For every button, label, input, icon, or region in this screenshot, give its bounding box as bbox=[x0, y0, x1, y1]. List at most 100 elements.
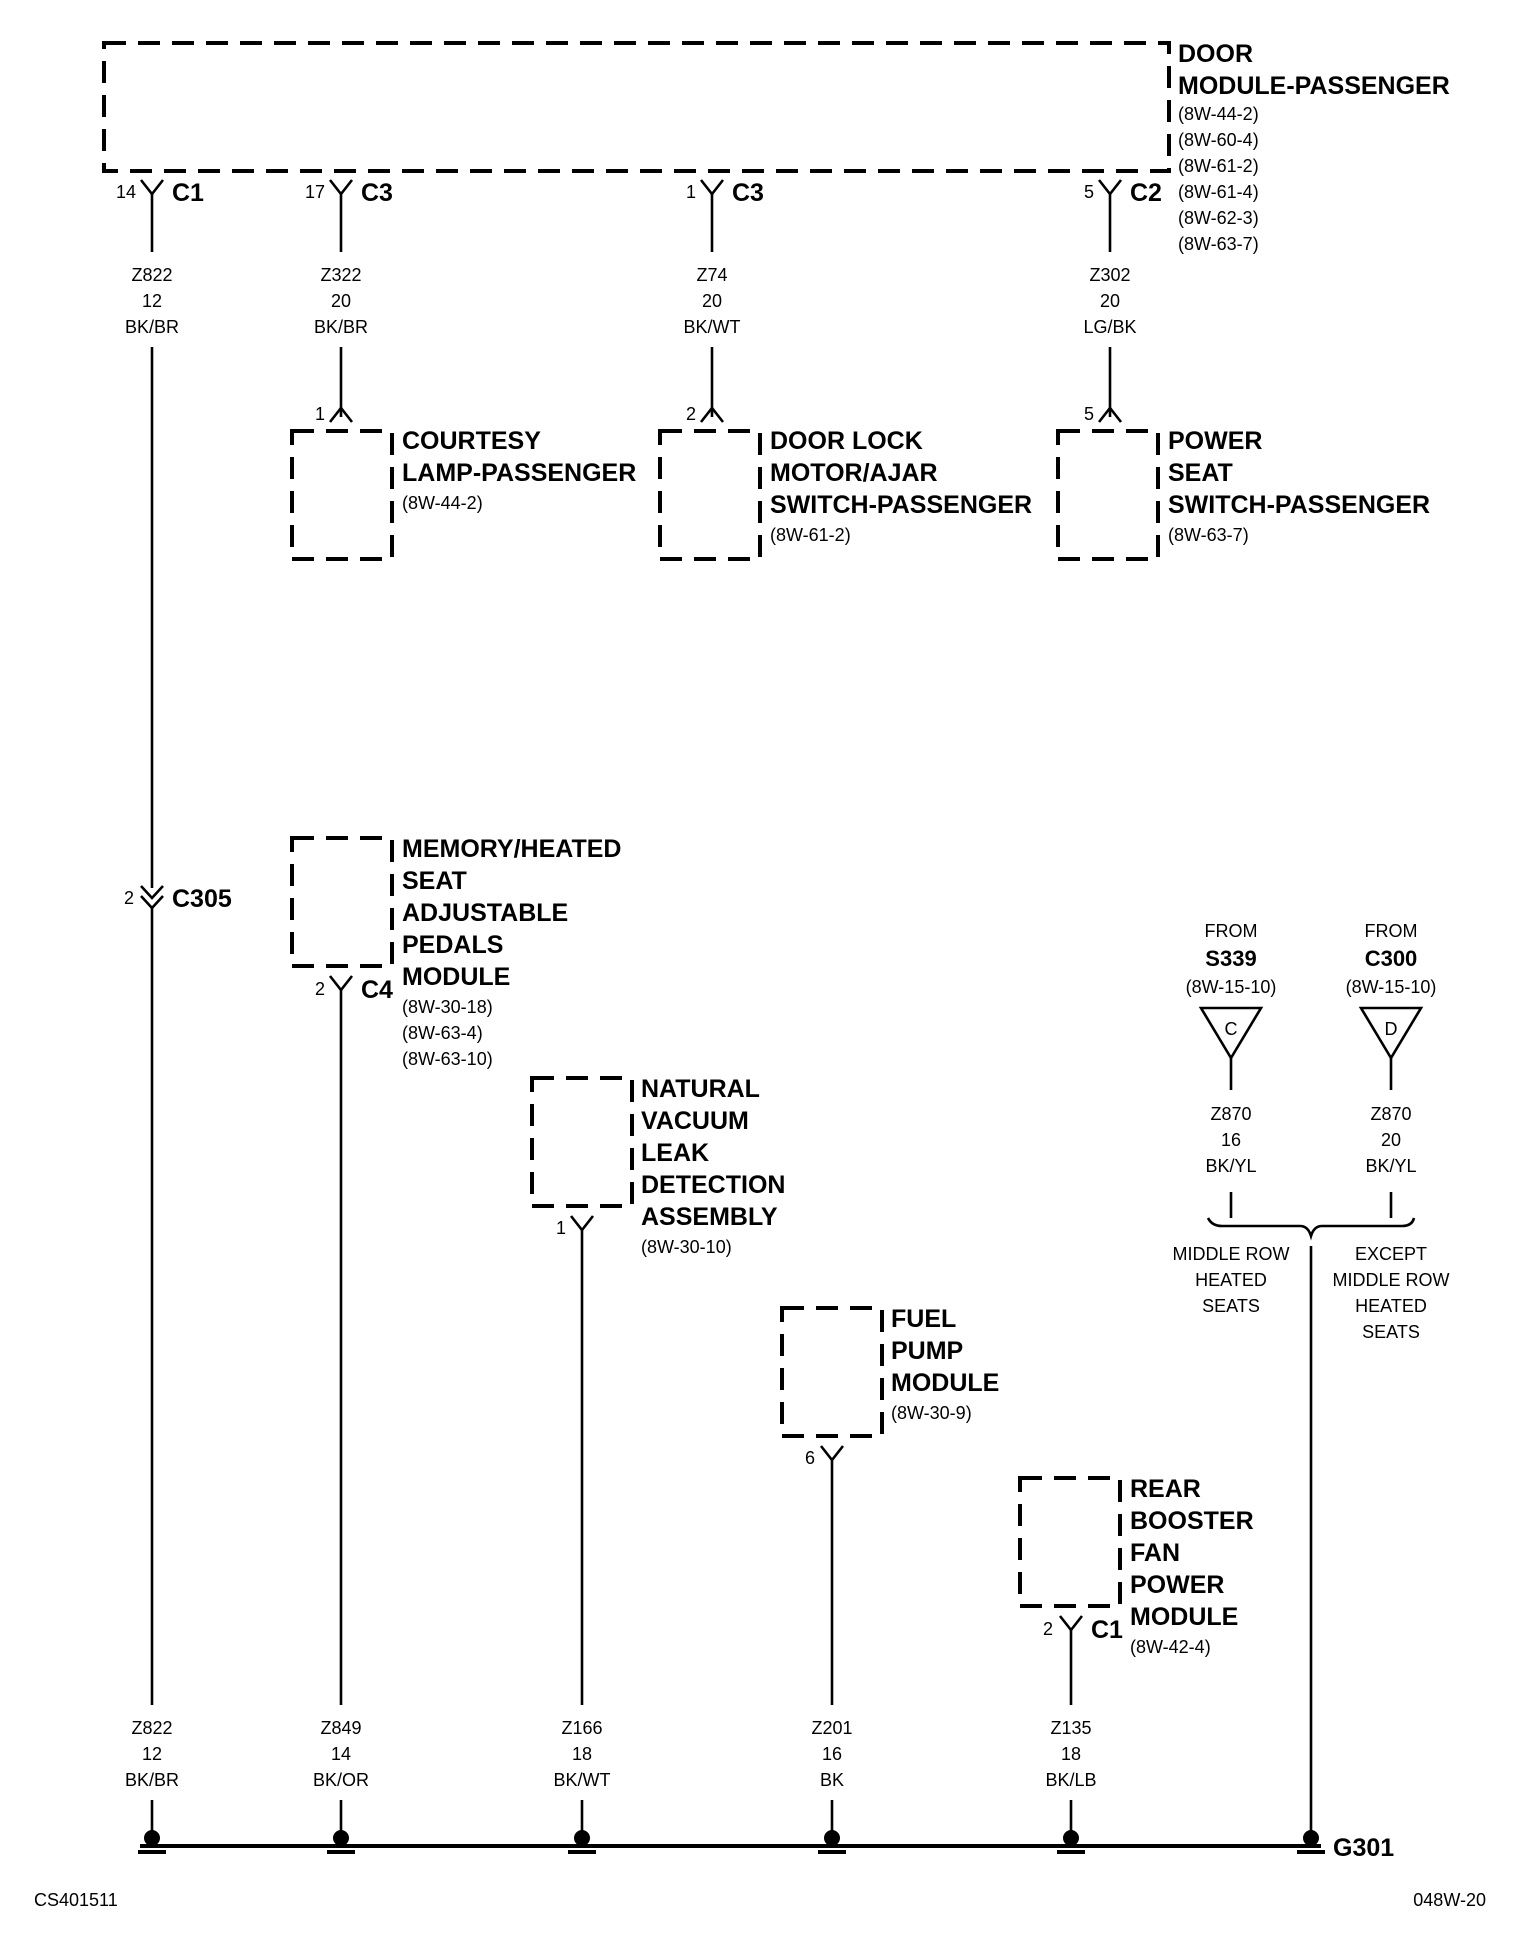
door-pin-c3-1: 1 C3 bbox=[686, 179, 764, 207]
svg-text:2: 2 bbox=[686, 404, 696, 424]
svg-text:MODULE: MODULE bbox=[402, 963, 510, 991]
label-z322-top: Z322 20 BK/BR bbox=[314, 265, 368, 337]
svg-text:C3: C3 bbox=[361, 179, 393, 207]
svg-text:(8W-63-4): (8W-63-4) bbox=[402, 1023, 483, 1043]
svg-text:C4: C4 bbox=[361, 976, 393, 1004]
svg-text:18: 18 bbox=[572, 1744, 592, 1764]
svg-text:6: 6 bbox=[805, 1448, 815, 1468]
svg-text:Z201: Z201 bbox=[811, 1718, 852, 1738]
svg-text:18: 18 bbox=[1061, 1744, 1081, 1764]
svg-text:12: 12 bbox=[142, 291, 162, 311]
svg-text:BK/YL: BK/YL bbox=[1365, 1156, 1416, 1176]
svg-text:SEATS: SEATS bbox=[1202, 1296, 1260, 1316]
svg-text:5: 5 bbox=[1084, 404, 1094, 424]
door-module-ref-5: (8W-62-3) bbox=[1178, 208, 1259, 228]
svg-text:EXCEPT: EXCEPT bbox=[1355, 1244, 1427, 1264]
svg-text:POWER: POWER bbox=[1168, 427, 1262, 455]
svg-text:MOTOR/AJAR: MOTOR/AJAR bbox=[770, 459, 938, 487]
svg-text:COURTESY: COURTESY bbox=[402, 427, 541, 455]
ground-point-5 bbox=[1057, 1830, 1085, 1854]
svg-text:C3: C3 bbox=[732, 179, 764, 207]
svg-text:20: 20 bbox=[1100, 291, 1120, 311]
svg-text:SEATS: SEATS bbox=[1362, 1322, 1420, 1342]
svg-text:PUMP: PUMP bbox=[891, 1337, 963, 1365]
option-brace bbox=[1206, 1217, 1416, 1241]
svg-text:BK/BR: BK/BR bbox=[314, 317, 368, 337]
svg-text:17: 17 bbox=[305, 182, 325, 202]
svg-text:BOOSTER: BOOSTER bbox=[1130, 1507, 1254, 1535]
label-z74-top: Z74 20 BK/WT bbox=[684, 265, 741, 337]
svg-text:SEAT: SEAT bbox=[402, 867, 467, 895]
svg-text:(8W-42-4): (8W-42-4) bbox=[1130, 1637, 1211, 1657]
door-module-ref-6: (8W-63-7) bbox=[1178, 234, 1259, 254]
svg-text:NATURAL: NATURAL bbox=[641, 1075, 760, 1103]
ground-point-2 bbox=[327, 1830, 355, 1854]
door-pin-c2-5: 5 C2 bbox=[1084, 179, 1162, 207]
svg-text:MEMORY/HEATED: MEMORY/HEATED bbox=[402, 835, 621, 863]
svg-text:1: 1 bbox=[556, 1218, 566, 1238]
svg-text:MODULE: MODULE bbox=[891, 1369, 999, 1397]
svg-text:BK: BK bbox=[820, 1770, 844, 1790]
svg-text:C1: C1 bbox=[1091, 1616, 1123, 1644]
power-seat-component: 5 POWER SEAT SWITCH-PASSENGER (8W-63-7) bbox=[1056, 404, 1430, 561]
door-module-ref-4: (8W-61-4) bbox=[1178, 182, 1259, 202]
svg-text:POWER: POWER bbox=[1130, 1571, 1224, 1599]
svg-text:D: D bbox=[1385, 1019, 1398, 1039]
svg-text:(8W-63-7): (8W-63-7) bbox=[1168, 525, 1249, 545]
svg-text:(8W-61-2): (8W-61-2) bbox=[770, 525, 851, 545]
label-z822-bottom: Z822 12 BK/BR bbox=[125, 1718, 179, 1790]
svg-text:(8W-15-10): (8W-15-10) bbox=[1186, 977, 1277, 997]
label-z849-bottom: Z849 14 BK/OR bbox=[313, 1718, 369, 1790]
svg-text:1: 1 bbox=[686, 182, 696, 202]
svg-text:Z849: Z849 bbox=[320, 1718, 361, 1738]
svg-text:BK/YL: BK/YL bbox=[1205, 1156, 1256, 1176]
svg-text:(8W-44-2): (8W-44-2) bbox=[402, 493, 483, 513]
svg-text:2: 2 bbox=[1043, 1619, 1053, 1639]
ground-point-3 bbox=[568, 1830, 596, 1854]
svg-text:BK/WT: BK/WT bbox=[554, 1770, 611, 1790]
svg-text:FROM: FROM bbox=[1365, 921, 1418, 941]
svg-text:Z870: Z870 bbox=[1370, 1104, 1411, 1124]
svg-text:20: 20 bbox=[702, 291, 722, 311]
door-module-title-1: DOOR bbox=[1178, 40, 1253, 68]
door-pin-c3-17: 17 C3 bbox=[305, 179, 393, 207]
svg-text:(8W-30-18): (8W-30-18) bbox=[402, 997, 493, 1017]
svg-text:(8W-15-10): (8W-15-10) bbox=[1346, 977, 1437, 997]
svg-text:16: 16 bbox=[822, 1744, 842, 1764]
svg-text:BK/OR: BK/OR bbox=[313, 1770, 369, 1790]
door-module-title-2: MODULE-PASSENGER bbox=[1178, 72, 1450, 100]
label-z135-bottom: Z135 18 BK/LB bbox=[1045, 1718, 1096, 1790]
from-c300: FROM C300 (8W-15-10) D Z870 20 BK/YL EXC… bbox=[1333, 921, 1450, 1342]
svg-text:Z302: Z302 bbox=[1089, 265, 1130, 285]
svg-text:FUEL: FUEL bbox=[891, 1305, 956, 1333]
svg-text:(8W-30-10): (8W-30-10) bbox=[641, 1237, 732, 1257]
svg-text:20: 20 bbox=[1381, 1130, 1401, 1150]
svg-text:LEAK: LEAK bbox=[641, 1139, 709, 1167]
label-z201-bottom: Z201 16 BK bbox=[811, 1718, 852, 1790]
svg-text:LG/BK: LG/BK bbox=[1083, 317, 1136, 337]
svg-text:SWITCH-PASSENGER: SWITCH-PASSENGER bbox=[1168, 491, 1430, 519]
svg-text:Z166: Z166 bbox=[561, 1718, 602, 1738]
svg-text:HEATED: HEATED bbox=[1195, 1270, 1267, 1290]
svg-text:LAMP-PASSENGER: LAMP-PASSENGER bbox=[402, 459, 636, 487]
svg-text:Z135: Z135 bbox=[1050, 1718, 1091, 1738]
svg-text:BK/WT: BK/WT bbox=[684, 317, 741, 337]
fuel-pump-component: 6 FUEL PUMP MODULE (8W-30-9) bbox=[780, 1305, 999, 1468]
svg-text:(8W-63-10): (8W-63-10) bbox=[402, 1049, 493, 1069]
svg-text:DOOR LOCK: DOOR LOCK bbox=[770, 427, 923, 455]
svg-text:2: 2 bbox=[124, 888, 134, 908]
door-lock-component: 2 DOOR LOCK MOTOR/AJAR SWITCH-PASSENGER … bbox=[658, 404, 1032, 561]
svg-text:Z870: Z870 bbox=[1210, 1104, 1251, 1124]
svg-text:Z822: Z822 bbox=[131, 1718, 172, 1738]
svg-text:SWITCH-PASSENGER: SWITCH-PASSENGER bbox=[770, 491, 1032, 519]
from-s339: FROM S339 (8W-15-10) C Z870 16 BK/YL MID… bbox=[1173, 921, 1290, 1316]
svg-text:Z822: Z822 bbox=[131, 265, 172, 285]
svg-text:REAR: REAR bbox=[1130, 1475, 1201, 1503]
svg-text:Z74: Z74 bbox=[696, 265, 727, 285]
svg-text:ADJUSTABLE: ADJUSTABLE bbox=[402, 899, 568, 927]
svg-text:C1: C1 bbox=[172, 179, 204, 207]
svg-text:MIDDLE ROW: MIDDLE ROW bbox=[1333, 1270, 1450, 1290]
svg-text:VACUUM: VACUUM bbox=[641, 1107, 749, 1135]
svg-text:14: 14 bbox=[116, 182, 136, 202]
